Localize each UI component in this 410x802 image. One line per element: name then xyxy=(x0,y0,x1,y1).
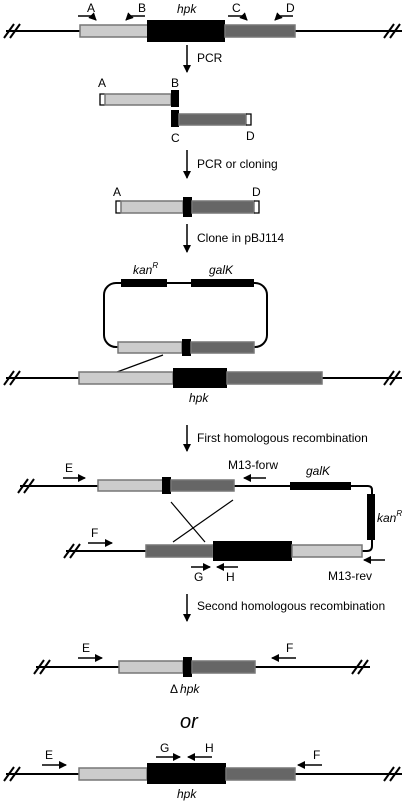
primer-b-arrow xyxy=(125,12,145,21)
primer-f-label-3: F xyxy=(313,748,320,762)
hpk-gene xyxy=(147,20,225,42)
step-label-second-recombination: Second homologous recombination xyxy=(197,599,385,613)
kan-marker xyxy=(121,279,167,287)
fragment-ab-overhang xyxy=(99,93,105,106)
primer-f-label-1: F xyxy=(91,526,98,540)
fused-fragment: A D xyxy=(113,185,261,217)
break-marks-upper xyxy=(17,478,35,494)
chromosome-pre: hpk xyxy=(3,368,402,405)
fused-downstream xyxy=(191,200,255,214)
break-marks-right xyxy=(383,23,401,39)
fragment-cd xyxy=(178,113,247,126)
primer-d-label: D xyxy=(286,1,295,15)
break-marks-left-4 xyxy=(3,766,21,782)
chromosome-downstream xyxy=(226,371,323,385)
primer-h-label-1: H xyxy=(226,570,235,584)
chromosome-hpk xyxy=(173,368,227,388)
primer-e-label-3: E xyxy=(45,748,53,762)
integrated-plasmid: E M13-forw galK kanR F M13-rev G H xyxy=(17,458,402,584)
kan-label-integrated: kanR xyxy=(377,509,402,525)
fused-a-label: A xyxy=(113,185,121,199)
kan-marker-integrated xyxy=(367,494,375,540)
primer-f-label-2: F xyxy=(286,641,293,655)
wildtype-hpk xyxy=(147,763,226,784)
plasmid-upstream xyxy=(117,341,183,354)
step-label-clone: Clone in pBJ114 xyxy=(197,231,284,245)
crossover-line-3 xyxy=(170,501,206,543)
break-marks-left-2 xyxy=(3,370,21,386)
primer-b-label: B xyxy=(138,1,146,15)
galk-label: galK xyxy=(209,263,234,277)
fused-left-overhang xyxy=(115,200,121,214)
fragment-cd-hpk-part xyxy=(171,110,179,127)
primer-c-arrow xyxy=(228,12,248,21)
or-label: or xyxy=(180,711,199,733)
wildtype-upstream xyxy=(78,767,148,781)
crossover-line-2 xyxy=(172,499,234,543)
step-label-pcr: PCR xyxy=(197,51,223,65)
wildtype-downstream xyxy=(225,767,296,781)
break-marks-left-3 xyxy=(33,659,51,675)
break-marks-lower xyxy=(63,543,81,559)
integrated-downstream-2 xyxy=(145,544,214,558)
fragment-cd-overhang xyxy=(246,113,252,126)
chromosome-upstream xyxy=(78,371,174,385)
primer-g-label-2: G xyxy=(160,741,169,755)
kan-label: kanR xyxy=(133,261,158,277)
primer-e-label-2: E xyxy=(82,641,90,655)
genomic-locus-top: hpk A B C D xyxy=(3,1,402,42)
primer-c-label: C xyxy=(232,1,241,15)
hpk-label-wildtype: hpk xyxy=(177,787,197,801)
galk-marker-integrated xyxy=(290,482,351,490)
m13-rev-label: M13-rev xyxy=(328,569,372,583)
primer-a-arrow xyxy=(78,12,97,21)
break-marks-left xyxy=(3,23,21,39)
galk-marker xyxy=(191,279,254,287)
primer-g-label-1: G xyxy=(194,570,203,584)
fragment-ab xyxy=(104,93,172,106)
deletion-upstream xyxy=(118,660,184,674)
pcr-products: A B C D xyxy=(98,76,255,145)
plasmid-backbone xyxy=(103,282,268,348)
integrated-hpk-part-1 xyxy=(162,477,171,494)
integrated-upstream-1 xyxy=(97,479,164,492)
galk-label-integrated: galK xyxy=(306,464,331,478)
crossover-line-1 xyxy=(116,354,164,373)
break-marks-right-2 xyxy=(383,370,401,386)
fused-right-overhang xyxy=(254,200,260,214)
integrated-downstream-1 xyxy=(170,479,235,492)
fused-hpk-part xyxy=(183,197,192,217)
plasmid-downstream xyxy=(190,341,255,354)
plasmid: kanR galK xyxy=(103,261,268,356)
m13-forw-label: M13-forw xyxy=(228,458,278,472)
primer-e-label-1: E xyxy=(65,461,73,475)
fragment-b-label: B xyxy=(171,76,179,90)
step-label-pcr-or-cloning: PCR or cloning xyxy=(197,157,278,171)
upstream-flank xyxy=(79,24,149,38)
integrated-upstream-2 xyxy=(291,544,363,558)
hpk-label-chromosome: hpk xyxy=(189,391,209,405)
fragment-ab-hpk-part xyxy=(171,90,179,107)
plasmid-hpk-part xyxy=(182,339,191,356)
deletion-hpk-part xyxy=(183,657,192,677)
primer-h-label-2: H xyxy=(205,741,214,755)
fragment-a-label: A xyxy=(98,76,106,90)
break-marks-right-4 xyxy=(383,766,401,782)
wildtype-locus: E G H F hpk xyxy=(3,741,402,801)
integrated-hpk xyxy=(213,541,292,561)
step-label-first-recombination: First homologous recombination xyxy=(197,431,368,445)
primer-a-label: A xyxy=(87,1,95,15)
fused-upstream xyxy=(120,200,184,214)
fused-d-label: D xyxy=(252,185,261,199)
break-marks-right-3 xyxy=(351,659,369,675)
fragment-c-label: C xyxy=(171,131,180,145)
deletion-downstream xyxy=(191,660,256,674)
fragment-d-label: D xyxy=(246,129,255,143)
primer-d-arrow xyxy=(274,12,293,21)
hpk-label-top: hpk xyxy=(177,2,197,16)
downstream-flank xyxy=(224,24,296,38)
